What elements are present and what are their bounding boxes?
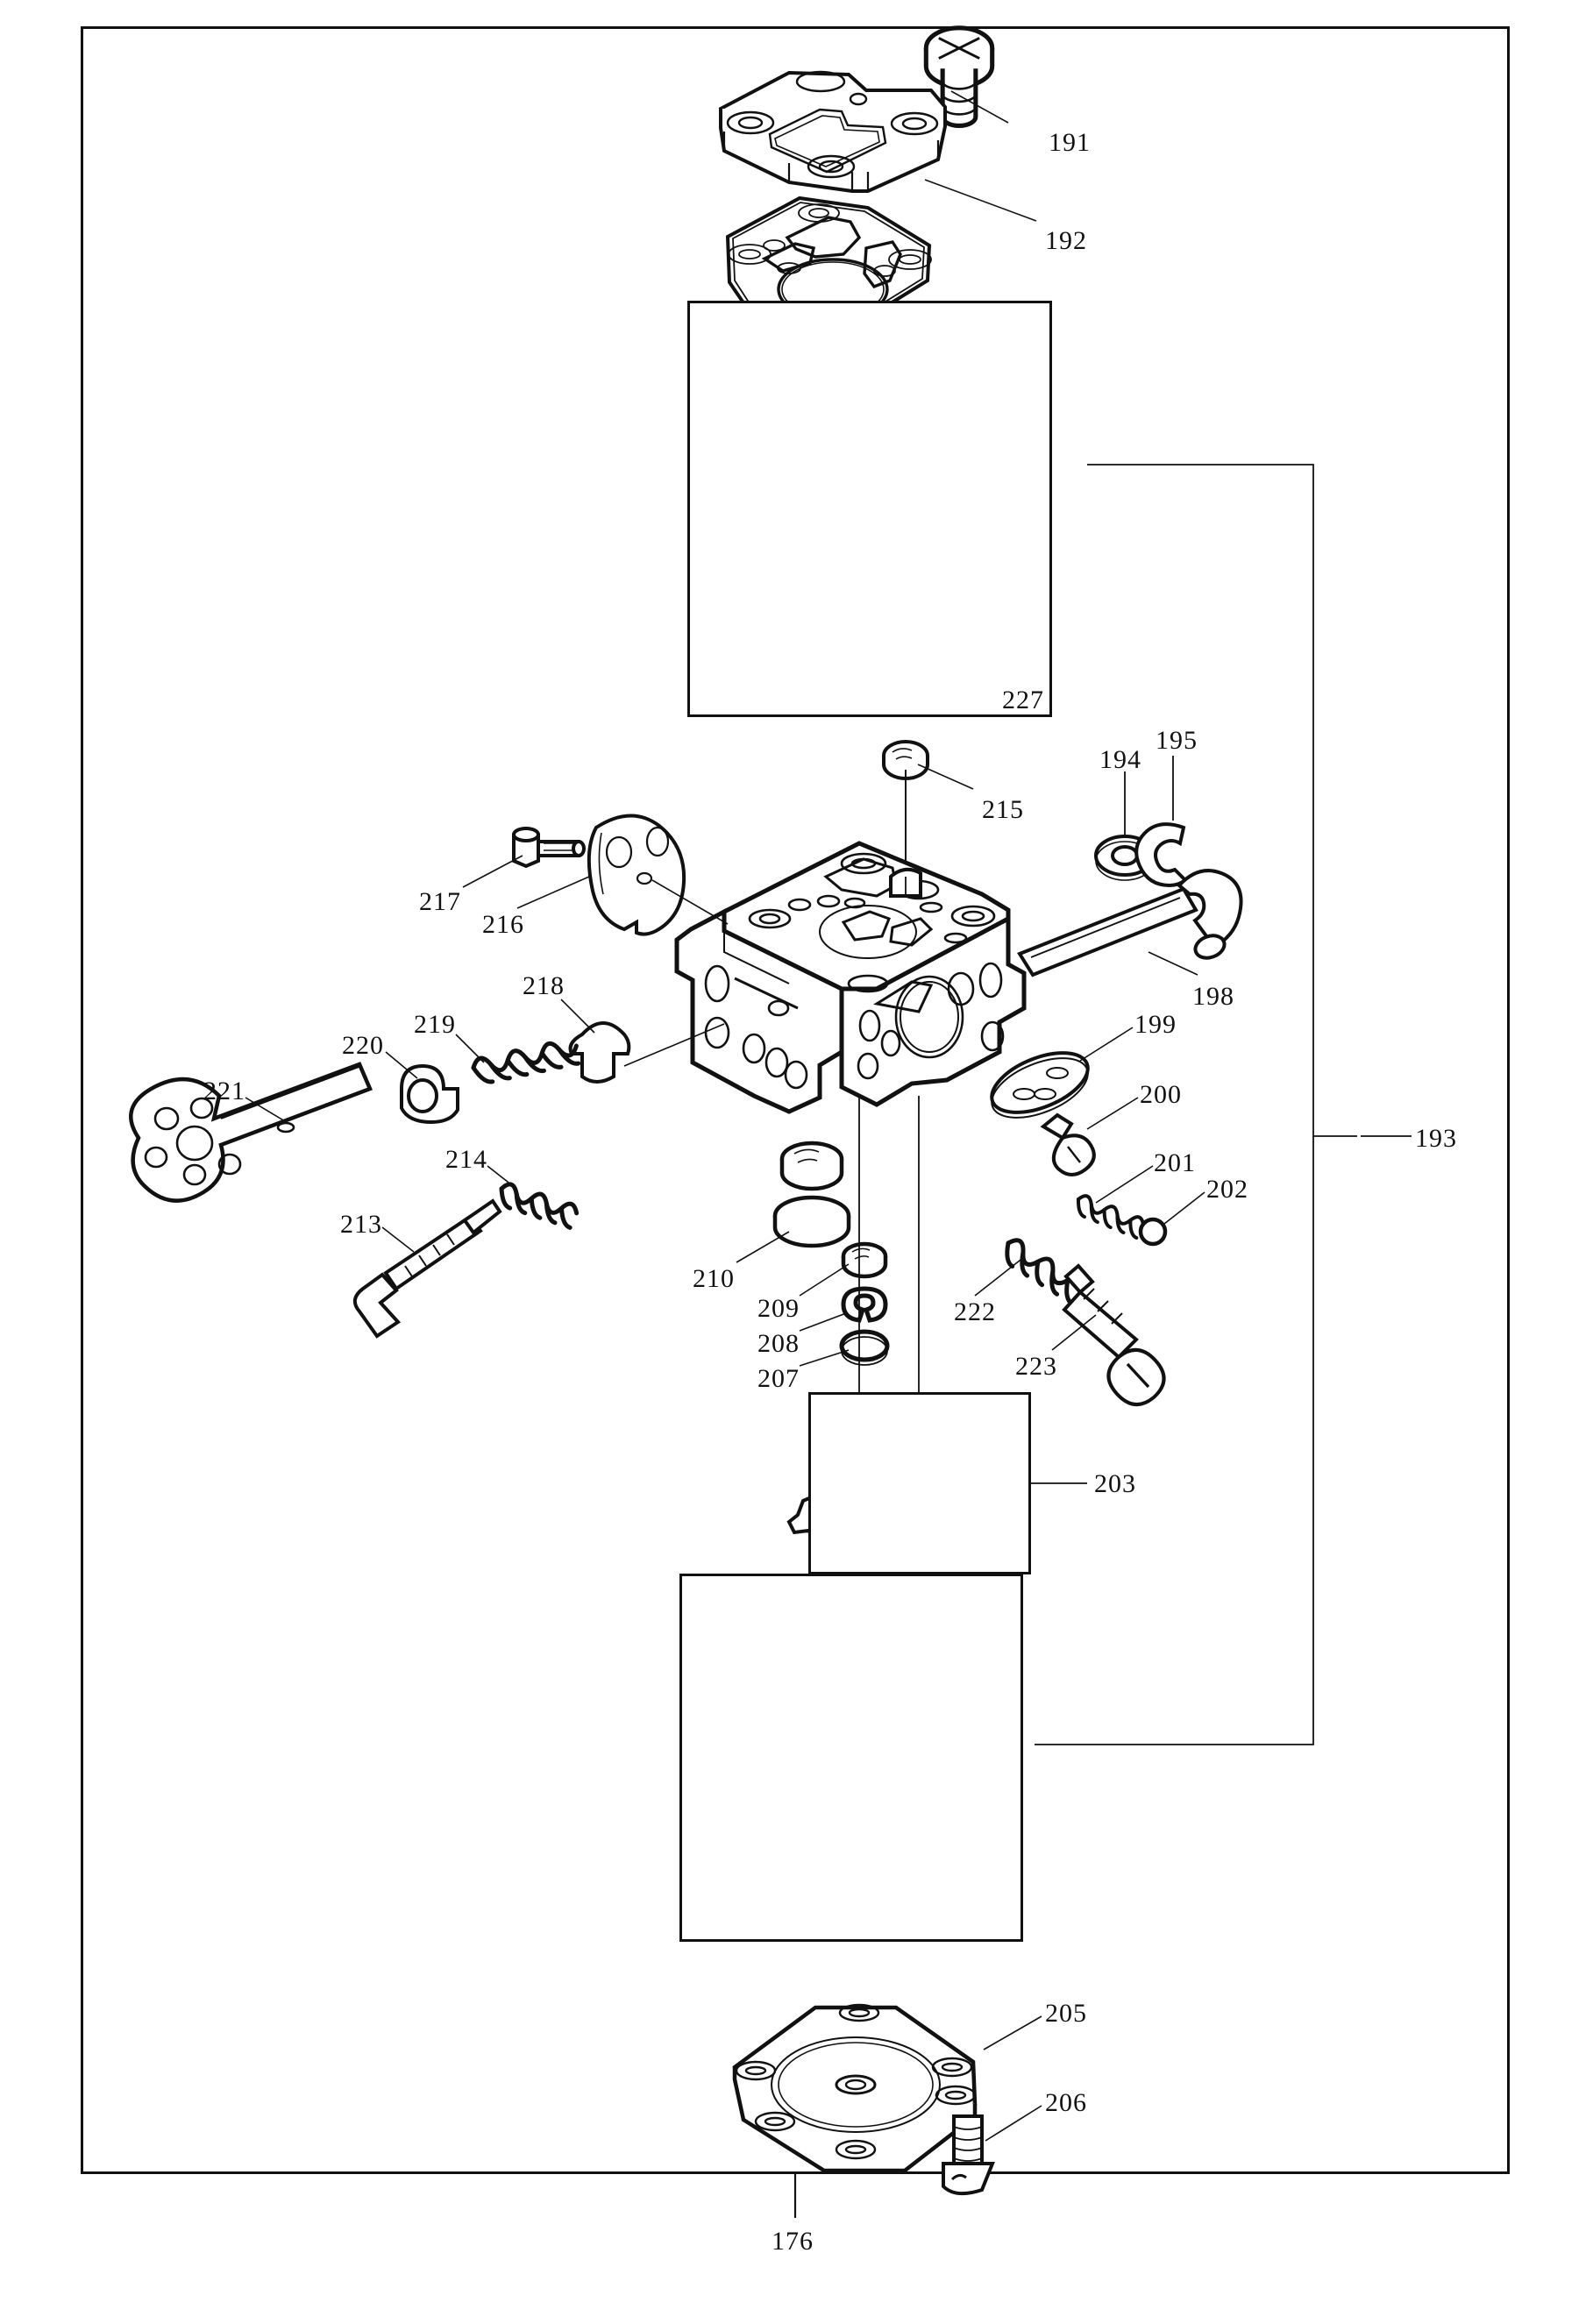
callout-213: 213 bbox=[340, 1210, 382, 1239]
callout-220: 220 bbox=[342, 1031, 384, 1060]
callout-192: 192 bbox=[1045, 226, 1087, 255]
callout-216: 216 bbox=[482, 910, 524, 939]
callout-191: 191 bbox=[1049, 128, 1091, 157]
callout-218: 218 bbox=[523, 971, 565, 1000]
callout-214: 214 bbox=[445, 1145, 487, 1174]
callout-201: 201 bbox=[1154, 1148, 1196, 1177]
callout-217: 217 bbox=[419, 887, 461, 916]
callout-222: 222 bbox=[954, 1297, 996, 1326]
callout-219: 219 bbox=[414, 1010, 456, 1039]
callout-198: 198 bbox=[1192, 982, 1234, 1011]
callout-207: 207 bbox=[757, 1364, 800, 1393]
callout-210: 210 bbox=[693, 1264, 735, 1293]
callout-209: 209 bbox=[757, 1294, 800, 1323]
callout-194: 194 bbox=[1099, 745, 1141, 774]
callout-223: 223 bbox=[1015, 1352, 1057, 1381]
callout-176: 176 bbox=[772, 2227, 814, 2256]
callout-227: 227 bbox=[1002, 686, 1044, 714]
callout-200: 200 bbox=[1140, 1080, 1182, 1109]
group-box-227 bbox=[687, 301, 1052, 717]
callout-208: 208 bbox=[757, 1329, 800, 1358]
callout-195: 195 bbox=[1156, 726, 1198, 755]
callout-199: 199 bbox=[1134, 1010, 1177, 1039]
callout-203: 203 bbox=[1094, 1469, 1136, 1498]
callout-206: 206 bbox=[1045, 2088, 1087, 2117]
group-box-203 bbox=[808, 1392, 1031, 1574]
callout-202: 202 bbox=[1206, 1175, 1248, 1204]
callout-215: 215 bbox=[982, 795, 1024, 824]
callout-221: 221 bbox=[203, 1077, 245, 1105]
callout-205: 205 bbox=[1045, 1999, 1087, 2028]
group-box-204 bbox=[679, 1574, 1023, 1942]
callout-193: 193 bbox=[1415, 1124, 1457, 1153]
